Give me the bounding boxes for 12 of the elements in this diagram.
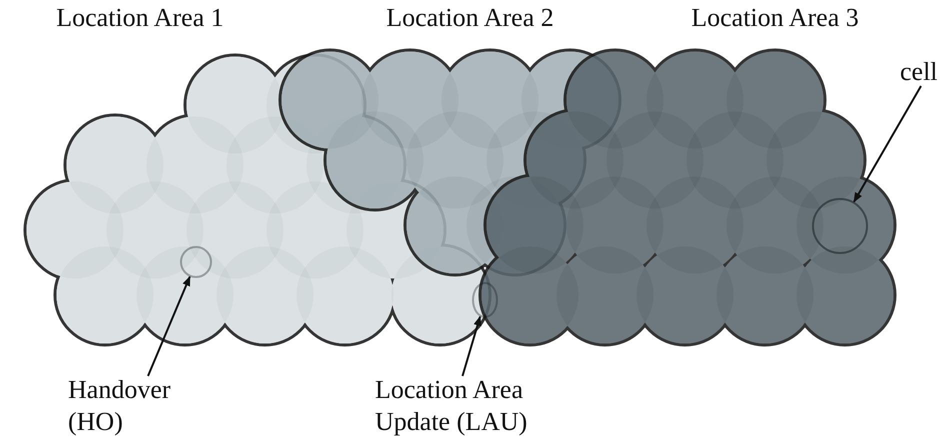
area-heading: Location Area 1 <box>56 3 224 33</box>
leader-arrow <box>462 316 482 376</box>
area-heading: Location Area 3 <box>691 3 859 33</box>
callout-label: cell <box>900 56 942 88</box>
overlap-zone <box>180 246 212 278</box>
cell-outline <box>812 198 868 254</box>
area-heading: Location Area 2 <box>386 3 554 33</box>
callout-label: Handover (HO) <box>68 374 228 438</box>
overlap-zone <box>472 282 498 318</box>
callout-label: Location Area Update (LAU) <box>375 374 550 438</box>
leader-arrow <box>853 86 922 203</box>
leader-arrow <box>147 276 191 376</box>
